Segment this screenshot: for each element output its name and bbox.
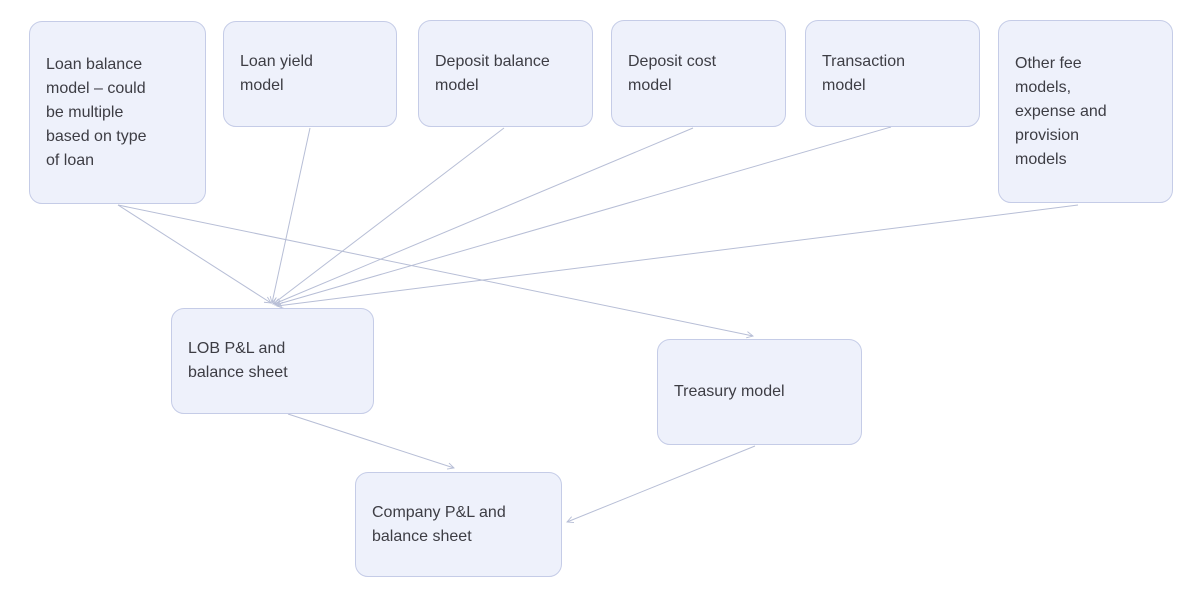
node-deposit-cost-model[interactable]: Deposit cost model — [611, 20, 786, 127]
node-label: Treasury model — [674, 383, 785, 400]
node-other-fee-models[interactable]: Other fee models, expense and provision … — [998, 20, 1173, 203]
edge-loan_yield-to-lob — [269, 127, 311, 304]
edge-deposit_cost-to-lob — [273, 127, 694, 305]
node-loan-yield-model[interactable]: Loan yield model — [223, 21, 397, 127]
edge-lob-to-company — [287, 413, 455, 470]
node-deposit-balance-model[interactable]: Deposit balance model — [418, 20, 593, 127]
node-treasury-model[interactable]: Treasury model — [657, 339, 862, 445]
node-label: Deposit balance model — [435, 52, 550, 94]
edge-other_fee-to-lob — [276, 204, 1079, 309]
edge-deposit_balance-to-lob — [272, 127, 505, 305]
node-label: LOB P&L and balance sheet — [188, 340, 288, 381]
node-label: Company P&L and balance sheet — [372, 503, 506, 545]
node-label: Deposit cost model — [628, 52, 717, 94]
node-label: Transaction model — [822, 52, 905, 94]
node-loan-balance-model[interactable]: Loan balance model – could be multiple b… — [29, 21, 206, 204]
node-label: Other fee models, expense and provision … — [1015, 54, 1107, 168]
node-lob-pnl-balance-sheet[interactable]: LOB P&L and balance sheet — [171, 308, 374, 414]
edge-transaction-to-lob — [274, 126, 892, 307]
edge-treasury-to-company — [566, 445, 756, 524]
node-company-pnl-balance-sheet[interactable]: Company P&L and balance sheet — [355, 472, 562, 577]
node-label: Loan balance model – could be multiple b… — [46, 55, 147, 169]
node-label: Loan yield model — [240, 53, 313, 94]
edge-loan_balance-to-lob — [117, 204, 272, 304]
node-transaction-model[interactable]: Transaction model — [805, 20, 980, 127]
